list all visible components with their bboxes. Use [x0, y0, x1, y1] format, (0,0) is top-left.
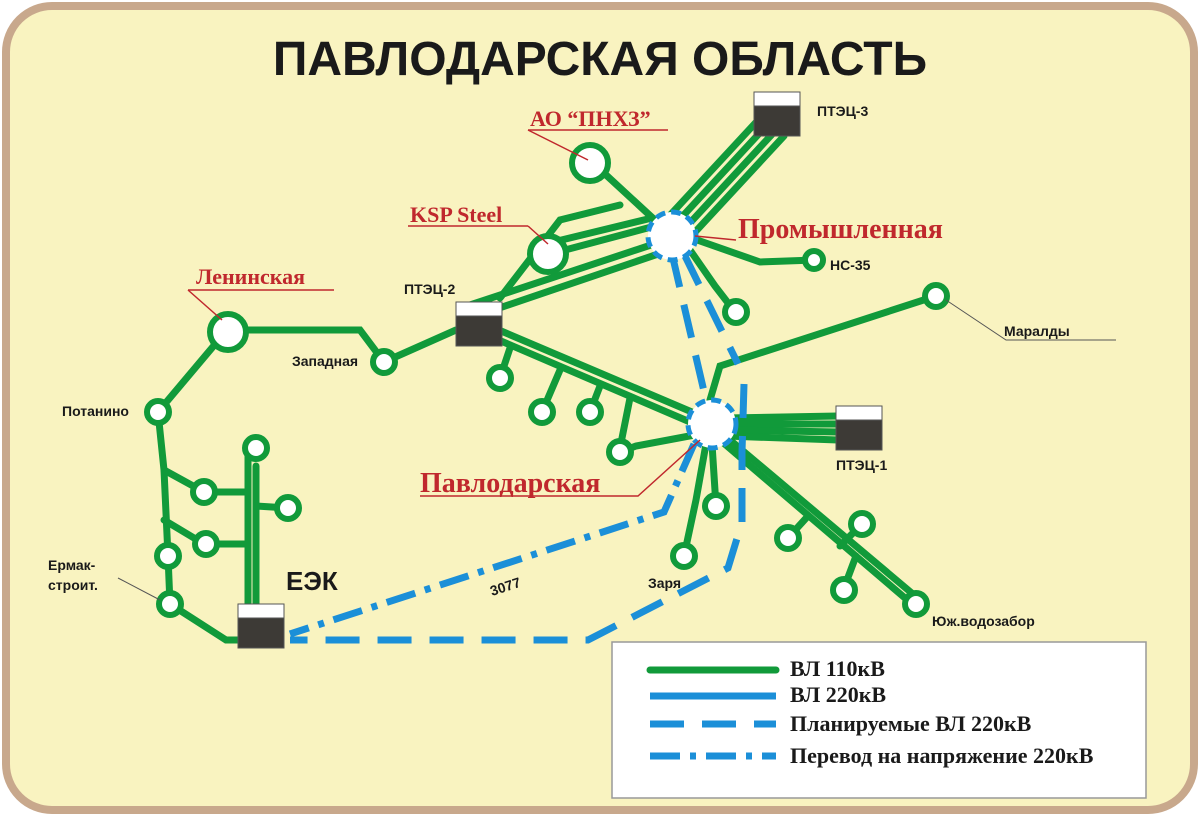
label-ns35: НС-35	[830, 257, 871, 273]
label-ptec2: ПТЭЦ-2	[404, 281, 455, 297]
label-promyshlennaya: Промышленная	[738, 214, 943, 245]
label-zapadnaya: Западная	[292, 353, 358, 369]
label-ksp-steel: KSP Steel	[410, 202, 502, 227]
substation-node[interactable]	[192, 530, 220, 558]
substation-node[interactable]	[274, 494, 302, 522]
label-ermak-line2: строит.	[48, 577, 98, 593]
substation-node[interactable]	[606, 438, 634, 466]
label-potanino: Потанино	[62, 403, 129, 419]
leader-lines	[117, 129, 1116, 601]
substation-node[interactable]	[830, 576, 858, 604]
substation-node[interactable]	[576, 398, 604, 426]
substation-pnhz[interactable]	[569, 142, 611, 184]
substation-zarya[interactable]	[670, 542, 698, 570]
legend-label-220kv: ВЛ 220кВ	[790, 682, 886, 707]
substation-zapadnaya[interactable]	[370, 348, 398, 376]
power-plants	[237, 91, 883, 649]
substation-leninskaya[interactable]	[207, 311, 249, 353]
substation-node[interactable]	[702, 492, 730, 520]
legend-label-110kv: ВЛ 110кВ	[790, 656, 885, 681]
label-eek: ЕЭК	[286, 566, 338, 596]
substation-maraldy[interactable]	[922, 282, 950, 310]
substation-ns35[interactable]	[802, 248, 826, 272]
label-ptec1: ПТЭЦ-1	[836, 457, 887, 473]
substation-node[interactable]	[154, 542, 182, 570]
label-pavlodarskaya: Павлодарская	[420, 468, 600, 499]
plant-eek[interactable]	[237, 603, 285, 649]
substation-node[interactable]	[722, 298, 750, 326]
substation-node[interactable]	[190, 478, 218, 506]
legend: ВЛ 110кВ ВЛ 220кВ Планируемые ВЛ 220кВ П…	[611, 641, 1147, 799]
substation-yuzh-vodozabor[interactable]	[902, 590, 930, 618]
legend-label-planned-220kv: Планируемые ВЛ 220кВ	[790, 711, 1032, 736]
plant-ptec1[interactable]	[835, 405, 883, 451]
substation-ksp-steel[interactable]	[527, 233, 569, 275]
lines-220kv	[288, 252, 748, 644]
page-title: ПАВЛОДАРСКАЯ ОБЛАСТЬ	[273, 33, 927, 86]
label-pnhz: АО “ПНХЗ”	[530, 106, 651, 131]
legend-label-conversion-220kv: Перевод на напряжение 220кВ	[790, 743, 1094, 768]
substation-node[interactable]	[486, 364, 514, 392]
substation-node[interactable]	[774, 524, 802, 552]
substation-ermak[interactable]	[156, 590, 184, 618]
plant-ptec3[interactable]	[753, 91, 801, 137]
hub-promyshlennaya[interactable]	[645, 209, 699, 263]
substation-potanino[interactable]	[144, 398, 172, 426]
label-ptec3: ПТЭЦ-3	[817, 103, 868, 119]
substation-node[interactable]	[528, 398, 556, 426]
substations	[144, 142, 950, 618]
label-yuzh-vodozabor: Юж.водозабор	[932, 613, 1035, 629]
label-zarya: Заря	[648, 575, 681, 591]
label-ermak-line1: Ермак-	[48, 557, 96, 573]
substation-node[interactable]	[242, 434, 270, 462]
label-maraldy: Маралды	[1004, 323, 1070, 339]
plant-ptec2[interactable]	[455, 301, 503, 347]
labels: АО “ПНХЗ” ПТЭЦ-3 Промышленная KSP Steel …	[48, 103, 1070, 629]
hub-pavlodarskaya[interactable]	[685, 397, 739, 451]
substation-node[interactable]	[848, 510, 876, 538]
label-leninskaya: Ленинская	[196, 264, 305, 289]
